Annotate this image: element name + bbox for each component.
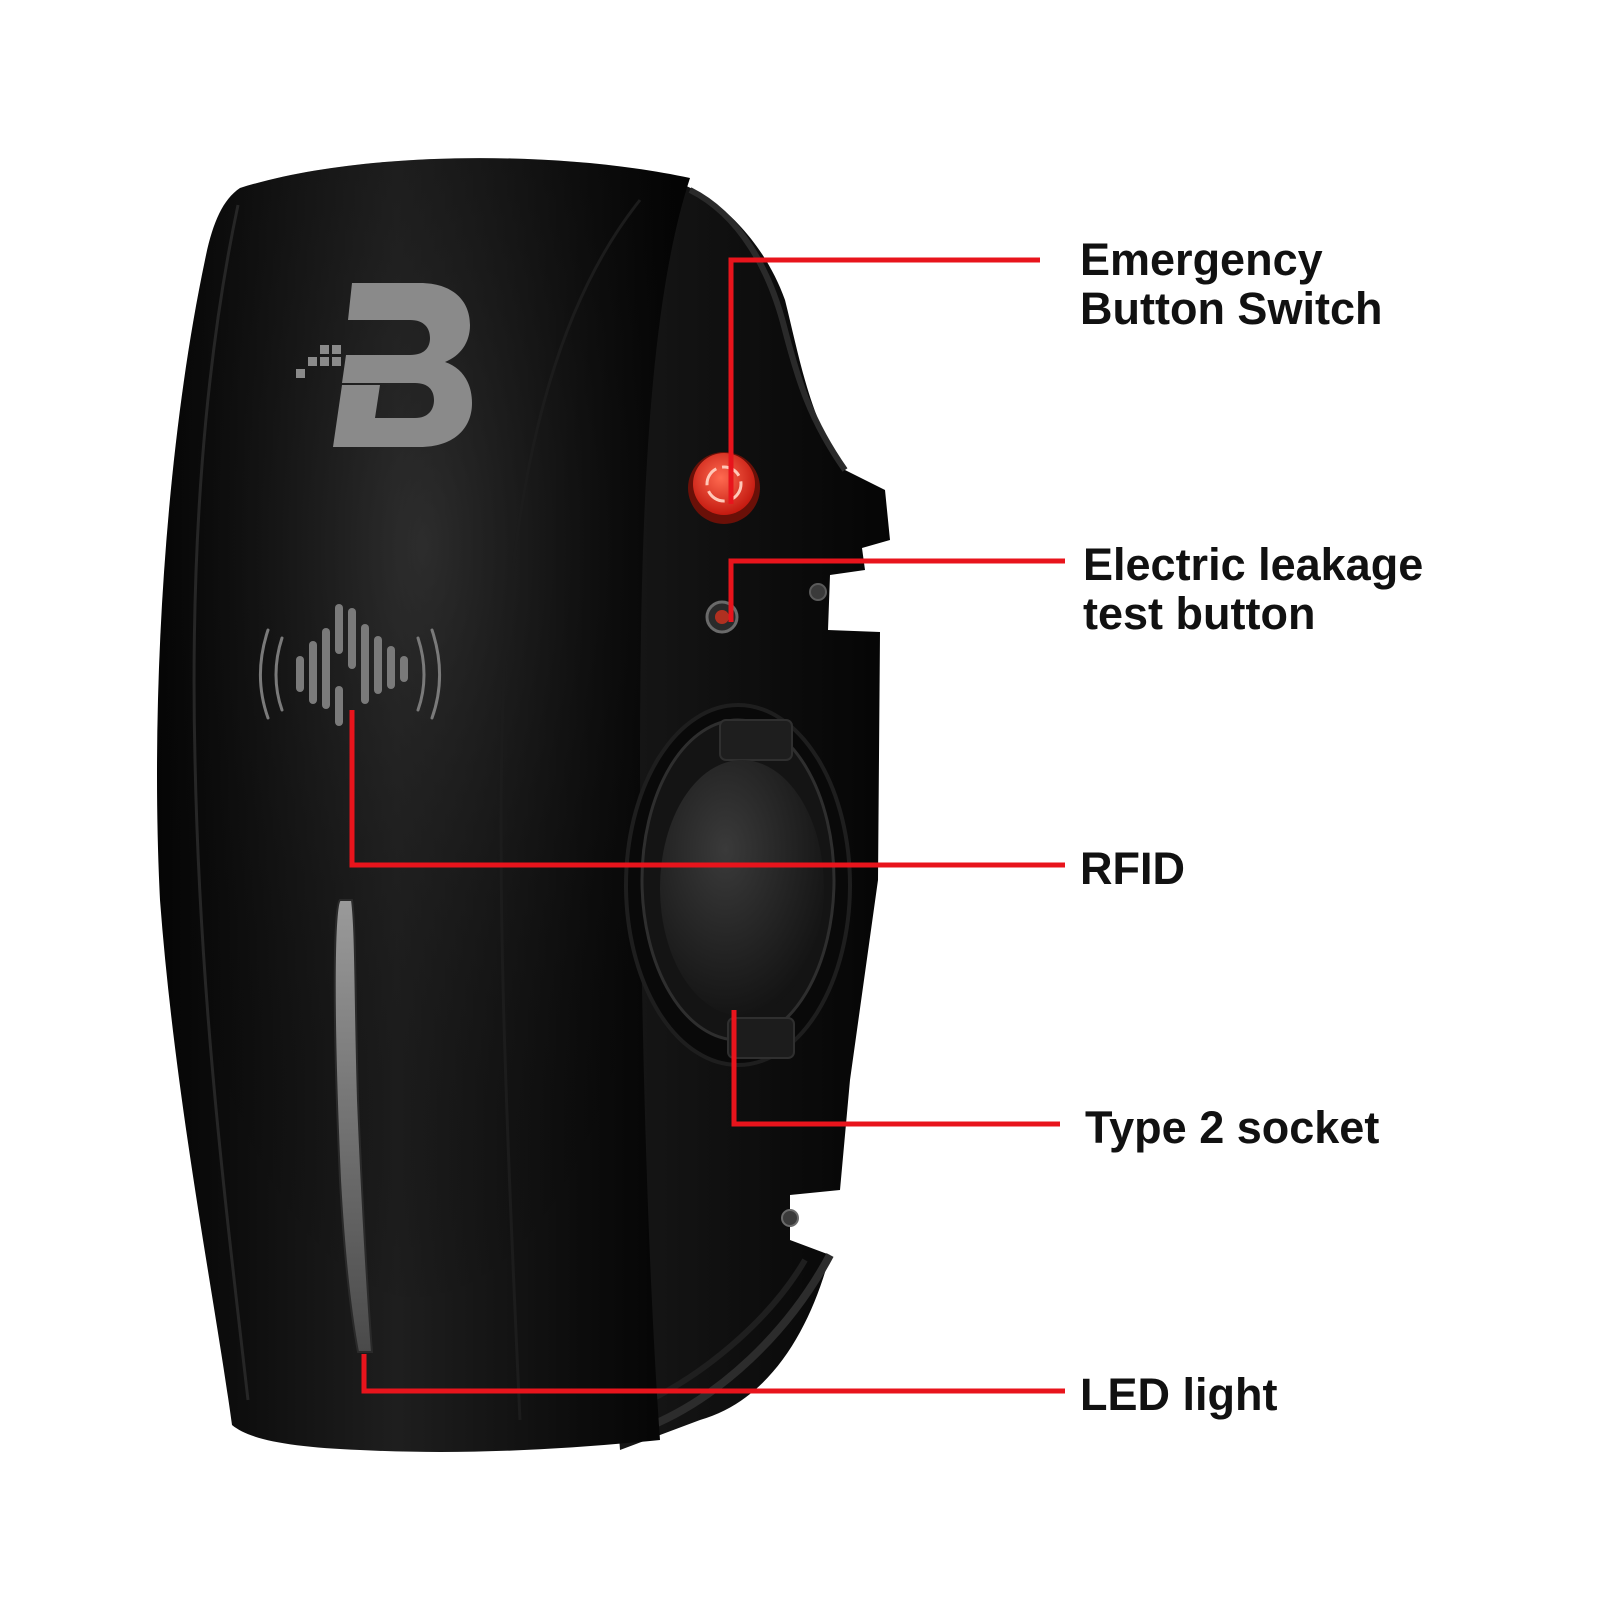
label-type2-socket: Type 2 socket [1085, 1103, 1379, 1152]
leader-line-socket [731, 1010, 1060, 1127]
charger-front-panel [157, 158, 690, 1452]
leader-line-emergency [728, 257, 1040, 504]
leader-line-rfid [349, 710, 1065, 868]
label-leakage-line2: test button [1083, 588, 1316, 639]
label-led-light: LED light [1080, 1370, 1277, 1419]
leader-line-led [361, 1354, 1065, 1394]
label-led-text: LED light [1080, 1369, 1278, 1420]
type2-socket-icon [624, 703, 852, 1067]
leader-lines [349, 257, 1065, 1394]
led-strip-icon [333, 899, 374, 1353]
label-leakage-line1: Electric leakage [1083, 539, 1424, 590]
label-rfid: RFID [1080, 844, 1185, 893]
label-rfid-text: RFID [1080, 843, 1185, 894]
label-emergency-line2: Button Switch [1080, 283, 1383, 334]
label-emergency-line1: Emergency [1080, 234, 1323, 285]
label-emergency-button-switch: Emergency Button Switch [1080, 235, 1382, 333]
rfid-wave-icon [259, 604, 441, 726]
leader-line-leakage [728, 558, 1065, 622]
b-logo-icon [296, 283, 472, 447]
label-socket-text: Type 2 socket [1085, 1102, 1380, 1153]
label-electric-leakage-test-button: Electric leakage test button [1083, 540, 1423, 638]
emergency-stop-button-icon [688, 452, 760, 524]
